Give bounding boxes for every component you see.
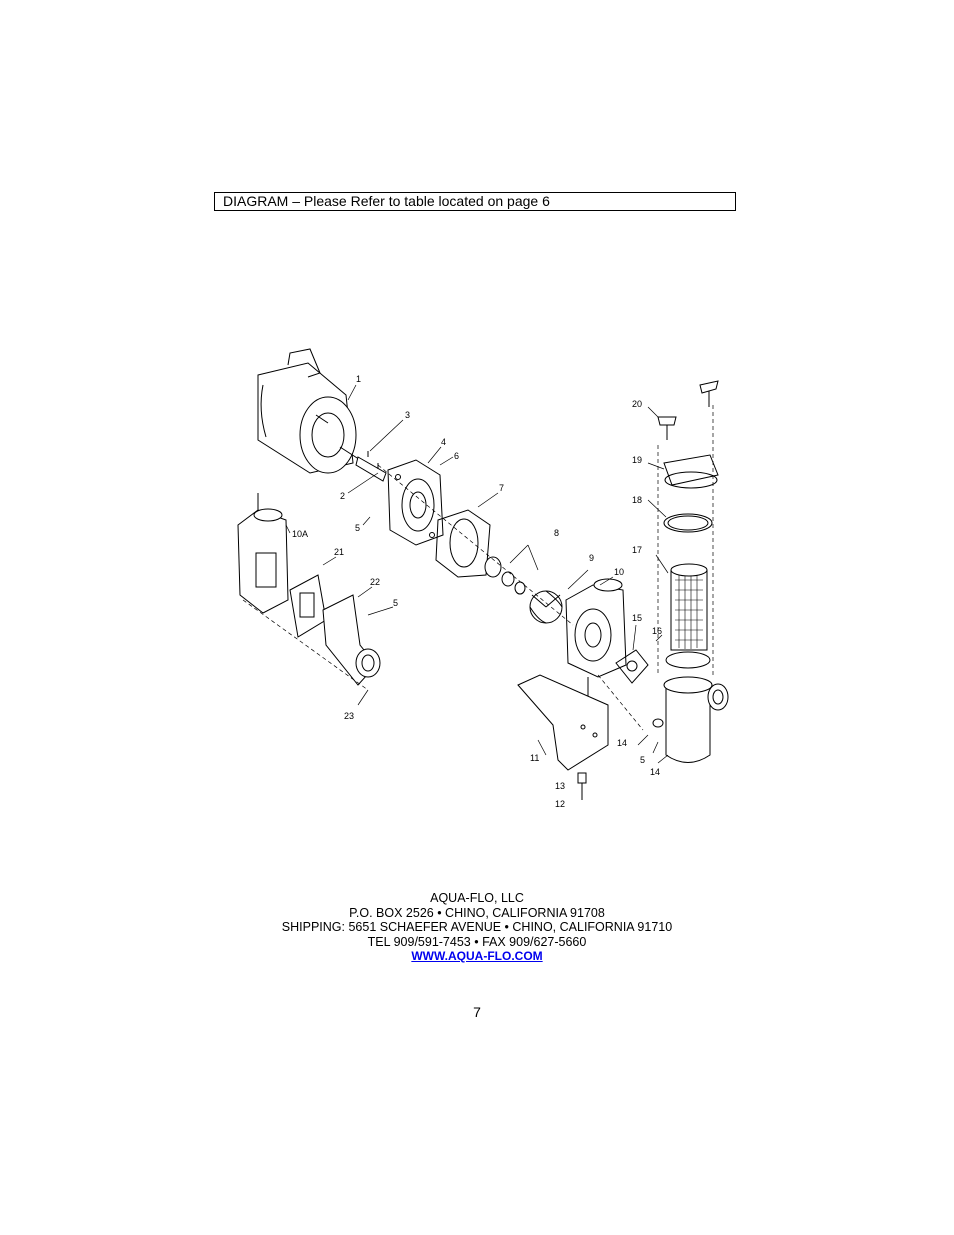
- callout-6: 6: [454, 451, 459, 461]
- part-gasket-15: [615, 649, 649, 684]
- callout-19: 19: [632, 455, 642, 465]
- callout-1: 1: [356, 374, 361, 384]
- callout-12: 12: [555, 799, 565, 809]
- exploded-pump-diagram: 1 2 3 4 5 6 7 8 9 10 10A 11 12 13 14 15 …: [237, 348, 729, 809]
- footer-company: AQUA-FLO, LLC: [430, 891, 524, 905]
- part-base: [517, 674, 609, 771]
- part-bolt: [577, 772, 587, 800]
- callout-15: 15: [632, 613, 642, 623]
- callout-4: 4: [441, 437, 446, 447]
- callout-8: 8: [554, 528, 559, 538]
- callout-5-a: 5: [355, 523, 360, 533]
- part-seal: [484, 556, 526, 595]
- callout-14-b: 14: [650, 767, 660, 777]
- callout-5-b: 5: [393, 598, 398, 608]
- part-impeller: [529, 590, 563, 624]
- part-strainer-body: [652, 651, 729, 763]
- footer-phone: TEL 909/591-7453 • FAX 909/627-5660: [367, 934, 587, 949]
- part-adapter: [322, 594, 381, 686]
- callout-13: 13: [555, 781, 565, 791]
- callout-7: 7: [499, 483, 504, 493]
- part-lid: [663, 454, 719, 489]
- callout-2: 2: [340, 491, 345, 501]
- company-footer: AQUA-FLO, LLC P.O. BOX 2526 • CHINO, CAL…: [0, 891, 954, 964]
- callout-20: 20: [632, 399, 642, 409]
- callout-10a: 10A: [292, 529, 308, 539]
- callout-23: 23: [344, 711, 354, 721]
- part-volute: [565, 578, 627, 705]
- part-motor: [257, 348, 369, 474]
- part-housing-10a: [237, 493, 289, 614]
- part-gasket-7: [435, 509, 491, 578]
- callout-10: 10: [614, 567, 624, 577]
- callout-21: 21: [334, 547, 344, 557]
- part-shaft: [355, 451, 387, 482]
- part-basket: [670, 563, 708, 651]
- callout-14-a: 14: [617, 738, 627, 748]
- diagram-header-box: DIAGRAM – Please Refer to table located …: [214, 192, 736, 211]
- callout-3: 3: [405, 410, 410, 420]
- page-number: 7: [473, 1004, 481, 1020]
- callout-5-c: 5: [640, 755, 645, 765]
- callout-9: 9: [589, 553, 594, 563]
- callout-18: 18: [632, 495, 642, 505]
- part-o-ring: [663, 513, 713, 533]
- part-bracket: [387, 459, 444, 546]
- footer-shipping: SHIPPING: 5651 SCHAEFER AVENUE • CHINO, …: [281, 920, 673, 934]
- diagram-header-text: DIAGRAM – Please Refer to table located …: [223, 193, 550, 209]
- callout-22: 22: [370, 577, 380, 587]
- website-link[interactable]: WWW.AQUA-FLO.COM: [411, 949, 543, 963]
- part-gasket-21: [289, 574, 327, 638]
- footer-po-box: P.O. BOX 2526 • CHINO, CALIFORNIA 91708: [349, 905, 605, 920]
- callout-17: 17: [632, 545, 642, 555]
- part-knobs: [657, 380, 719, 440]
- callout-16: 16: [652, 626, 662, 636]
- callout-11: 11: [530, 753, 539, 763]
